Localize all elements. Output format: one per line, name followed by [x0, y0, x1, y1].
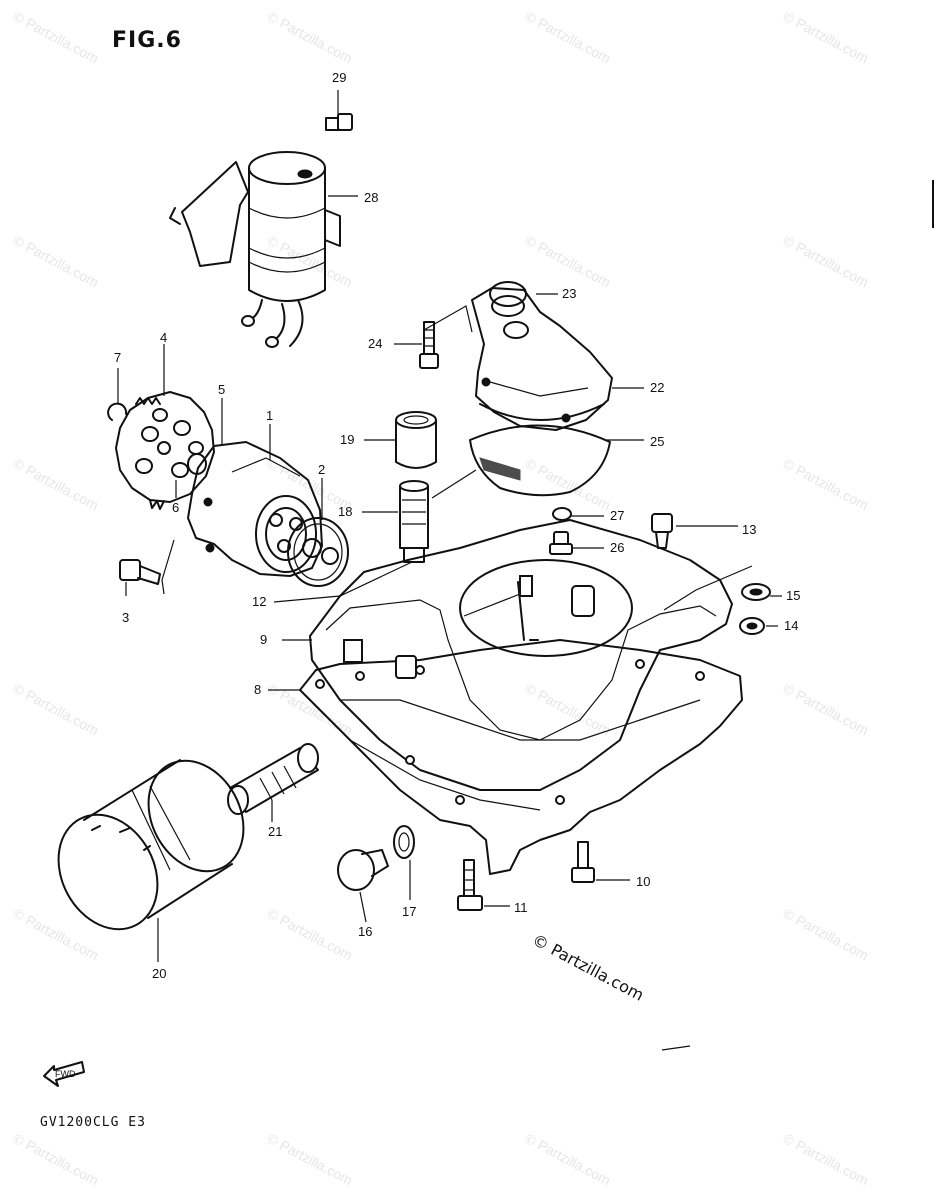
callout-13: 13 [742, 522, 756, 537]
figure-title: FIG.6 [112, 28, 182, 53]
part-11-bolt [457, 859, 483, 911]
part-3-bolt [119, 559, 161, 585]
part-17-washer [393, 825, 415, 859]
part-15-washer [741, 583, 771, 601]
part-8-oil-pan [299, 639, 743, 875]
callout-23: 23 [562, 286, 576, 301]
callout-11: 11 [514, 900, 528, 915]
part-strainer-seat [459, 559, 633, 657]
callout-18: 18 [338, 504, 352, 519]
model-code: GV1200CLG E3 [40, 1115, 146, 1130]
callout-21: 21 [268, 824, 282, 839]
part-29-bolt [325, 113, 353, 131]
leader-lines [117, 90, 782, 1051]
part-10-bolt [571, 841, 595, 883]
callout-10: 10 [636, 874, 650, 889]
fwd-label: FWD [55, 1069, 76, 1079]
callout-17: 17 [402, 904, 416, 919]
fwd-arrow [43, 1061, 85, 1087]
part-28-canister [169, 151, 341, 348]
part-24-bolt [419, 321, 439, 369]
part-19-sleeve [395, 411, 437, 469]
part-27-washer [552, 507, 572, 521]
callout-14: 14 [784, 618, 798, 633]
part-25-strainer-screen [469, 424, 611, 497]
callout-5: 5 [218, 382, 225, 397]
callout-8: 8 [254, 682, 261, 697]
part-1-oil-pump [187, 441, 323, 577]
part-16-drain-plug [337, 849, 389, 891]
part-2-gasket [287, 517, 349, 587]
callout-15: 15 [786, 588, 800, 603]
part-21-union [227, 743, 319, 815]
part-14-washer [739, 617, 765, 635]
callout-9: 9 [260, 632, 267, 647]
part-13-bolt [651, 513, 673, 549]
callout-16: 16 [358, 924, 372, 939]
callout-6: 6 [172, 500, 179, 515]
part-7-circlip [107, 402, 128, 421]
part-18-valve [399, 480, 429, 563]
part-20-oil-filter [57, 759, 245, 931]
part-23-o-ring [489, 281, 527, 307]
part-4-gear [115, 391, 215, 510]
callout-24: 24 [368, 336, 382, 351]
part-22-strainer-housing [471, 287, 613, 431]
callout-25: 25 [650, 434, 664, 449]
callout-26: 26 [610, 540, 624, 555]
callout-4: 4 [160, 330, 167, 345]
callout-22: 22 [650, 380, 664, 395]
callout-28: 28 [364, 190, 378, 205]
part-9-gasket [309, 519, 733, 791]
callout-12: 12 [252, 594, 266, 609]
callout-1: 1 [266, 408, 273, 423]
callout-29: 29 [332, 70, 346, 85]
callout-19: 19 [340, 432, 354, 447]
part-26-bolt [549, 531, 573, 555]
callout-20: 20 [152, 966, 166, 981]
callout-27: 27 [610, 508, 624, 523]
callout-7: 7 [114, 350, 121, 365]
callout-2: 2 [318, 462, 325, 477]
callout-3: 3 [122, 610, 129, 625]
